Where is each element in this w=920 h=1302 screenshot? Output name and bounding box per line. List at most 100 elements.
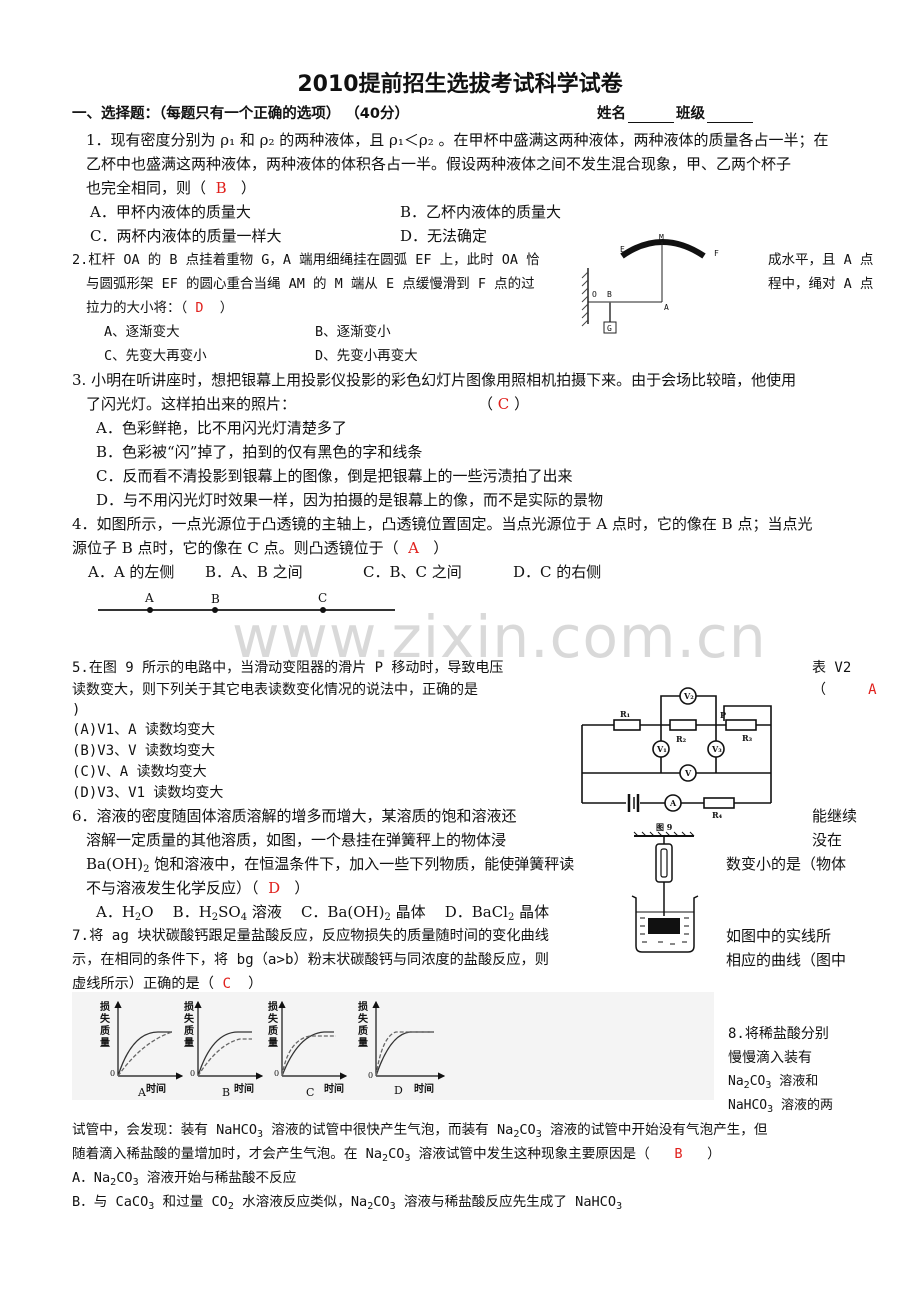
svg-text:V₁: V₁ — [656, 744, 667, 754]
q5-option-c: (C)V、A 读数均变大 — [72, 764, 207, 780]
q1-answer: B — [215, 179, 227, 197]
label-a: A — [664, 303, 669, 312]
svg-text:0: 0 — [368, 1071, 373, 1080]
q2-line-1: 2.杠杆 OA 的 B 点挂着重物 G，A 端用细绳挂在圆弧 EF 上，此时 O… — [72, 252, 540, 268]
q5-right-1: 表 V2 — [812, 660, 852, 676]
q7-line-1: 7.将 ag 块状碳酸钙跟足量盐酸反应，反应物损失的质量随时间的变化曲线 — [72, 928, 549, 944]
svg-text:V₃: V₃ — [711, 744, 722, 754]
svg-text:质: 质 — [184, 1024, 194, 1037]
svg-text:0: 0 — [190, 1069, 195, 1078]
svg-text:量: 量 — [268, 1036, 278, 1049]
q8-option-b: B．与 CaCO3 和过量 CO2 水溶液反应类似，Na2CO3 溶液与稀盐酸反… — [72, 1194, 623, 1212]
svg-text:0: 0 — [110, 1069, 115, 1078]
q3-option-b: B．色彩被“闪”掉了，拍到的仅有黑色的字和线条 — [96, 443, 423, 461]
q4-option-a: A．A 的左侧 — [88, 563, 175, 581]
class-blank[interactable] — [707, 108, 753, 123]
svg-text:A: A — [137, 1086, 147, 1099]
svg-text:时间: 时间 — [414, 1082, 434, 1095]
q3-option-a: A．色彩鲜艳，比不用闪光灯清楚多了 — [96, 419, 347, 437]
q6-right-2: 没在 — [812, 831, 843, 849]
q8-side-3: Na2CO3 溶液和 — [728, 1074, 819, 1091]
section-heading: 一、选择题：（每题只有一个正确的选项） （40分） — [72, 106, 409, 122]
q8-line-2: 随着滴入稀盐酸的量增加时，才会产生气泡。在 Na2CO3 溶液试管中发生这种现象… — [72, 1146, 721, 1164]
page-title: 2010提前招生选拔考试科学试卷 — [297, 72, 623, 97]
q3-answer-bracket: （ C ） — [478, 395, 530, 413]
svg-text:损: 损 — [268, 1000, 278, 1013]
svg-text:失: 失 — [100, 1012, 111, 1025]
q4-option-b: B．A、B 之间 — [205, 563, 303, 581]
q7-answer: C — [222, 976, 231, 992]
spring-balance-beaker-diagram — [631, 831, 699, 953]
svg-text:V: V — [684, 768, 692, 778]
svg-text:损: 损 — [184, 1000, 194, 1013]
label-m: M — [659, 233, 664, 242]
q4-option-c: C．B、C 之间 — [363, 563, 462, 581]
q7-line-3: 虚线所示）正确的是（ C ） — [72, 976, 263, 992]
q4-answer: A — [408, 539, 419, 557]
svg-text:损: 损 — [358, 1000, 368, 1013]
q4-line-2: 源位子 B 点时，它的像在 C 点。则凸透镜位于（ A ） — [72, 539, 449, 557]
name-blank[interactable] — [628, 108, 674, 123]
q4-line-1: 4．如图所示，一点光源位于凸透镜的主轴上，凸透镜位置固定。当点光源位于 A 点时… — [72, 515, 813, 533]
q6-right-1: 能继续 — [812, 807, 858, 825]
q6-answer: D — [268, 879, 281, 897]
svg-text:R₂: R₂ — [676, 734, 687, 744]
q5-option-a: (A)V1、A 读数均变大 — [72, 722, 216, 738]
reaction-graphs-panel — [72, 992, 714, 1100]
svg-text:失: 失 — [268, 1012, 279, 1025]
q1-option-a: A．甲杯内液体的质量大 — [90, 203, 251, 221]
q8-line-1: 试管中，会发现：装有 NaHCO3 溶液的试管中很快产生气泡，而装有 Na2CO… — [72, 1122, 768, 1140]
q1-line-1: 1．现有密度分别为 ρ₁ 和 ρ₂ 的两种液体，且 ρ₁＜ρ₂ 。在甲杯中盛满这… — [86, 131, 829, 149]
q1-line-2: 乙杯中也盛满这两种液体，两种液体的体积各占一半。假设两种液体之间不发生混合现象，… — [86, 155, 792, 173]
q2-option-b: B、逐渐变小 — [315, 324, 391, 340]
svg-text:D: D — [394, 1084, 403, 1097]
q5-right-2: （ A — [812, 682, 877, 698]
q2-answer: D — [195, 300, 204, 316]
svg-text:R₃: R₃ — [742, 733, 753, 743]
q7-right-2: 相应的曲线（图中 — [726, 951, 847, 969]
q2-right-2: 程中，绳对 A 点 — [768, 276, 874, 292]
q7-right-1: 如图中的实线所 — [726, 927, 832, 945]
q3-line-1: 3. 小明在听讲座时，想把银幕上用投影仪投影的彩色幻灯片图像用照相机拍摄下来。由… — [72, 371, 797, 389]
q3-option-c: C．反而看不清投影到银幕上的图像，倒是把银幕上的一些污渍拍了出来 — [96, 467, 573, 485]
name-class-fields: 姓名班级 — [597, 102, 755, 123]
q6-line-4: 不与溶液发生化学反应）（ D ） — [86, 879, 310, 897]
svg-text:V₂: V₂ — [683, 691, 694, 701]
q3-answer: C — [497, 395, 510, 413]
svg-text:量: 量 — [358, 1036, 368, 1049]
q1-option-d: D．无法确定 — [400, 227, 488, 245]
svg-text:损: 损 — [100, 1000, 110, 1013]
q7-line-2: 示，在相同的条件下，将 bg（a>b）粉末状碳酸钙与同浓度的盐酸反应，则 — [72, 952, 549, 968]
q2-line-3: 拉力的大小将：（ D ） — [86, 300, 234, 316]
q1-line-3: 也完全相同，则（ B ） — [86, 179, 256, 197]
circuit-caption: 图 9 — [656, 822, 673, 832]
svg-text:R₁: R₁ — [620, 709, 630, 719]
svg-text:量: 量 — [100, 1036, 110, 1049]
q8-option-a: A．Na2CO3 溶液开始与稀盐酸不反应 — [72, 1170, 297, 1188]
svg-text:失: 失 — [184, 1012, 195, 1025]
circuit-diagram: R₁ R₂ R₃ R₄ P V₂ V₁ V₃ V A — [581, 687, 772, 820]
q8-side-2: 慢慢滴入装有 — [728, 1050, 812, 1066]
q2-option-a: A、逐渐变大 — [104, 324, 180, 340]
q1-option-b: B．乙杯内液体的质量大 — [400, 203, 562, 221]
svg-text:P: P — [720, 710, 726, 720]
svg-text:时间: 时间 — [234, 1082, 254, 1095]
q8-side-1: 8.将稀盐酸分别 — [728, 1026, 829, 1042]
q2-line-2: 与圆弧形架 EF 的圆心重合当绳 AM 的 M 端从 E 点缓慢滑到 F 点的过 — [86, 276, 535, 292]
watermark: www.zixin.com.cn — [232, 603, 767, 671]
svg-text:0: 0 — [274, 1069, 279, 1078]
svg-text:失: 失 — [358, 1012, 369, 1025]
q4-option-d: D．C 的右侧 — [513, 563, 602, 581]
label-g: G — [607, 324, 612, 333]
svg-text:质: 质 — [100, 1024, 110, 1037]
svg-text:质: 质 — [268, 1024, 278, 1037]
q5-option-b: (B)V3、V 读数均变大 — [72, 743, 216, 759]
svg-text:B: B — [222, 1086, 230, 1099]
q8-answer: B — [674, 1146, 683, 1162]
name-label: 姓名 — [597, 106, 626, 122]
label-e: E — [620, 245, 625, 254]
q2-right-1: 成水平，且 A 点 — [768, 252, 874, 268]
svg-text:质: 质 — [358, 1024, 368, 1037]
q3-option-d: D．与不用闪光灯时效果一样，因为拍摄的是银幕上的像，而不是实际的景物 — [96, 491, 604, 509]
